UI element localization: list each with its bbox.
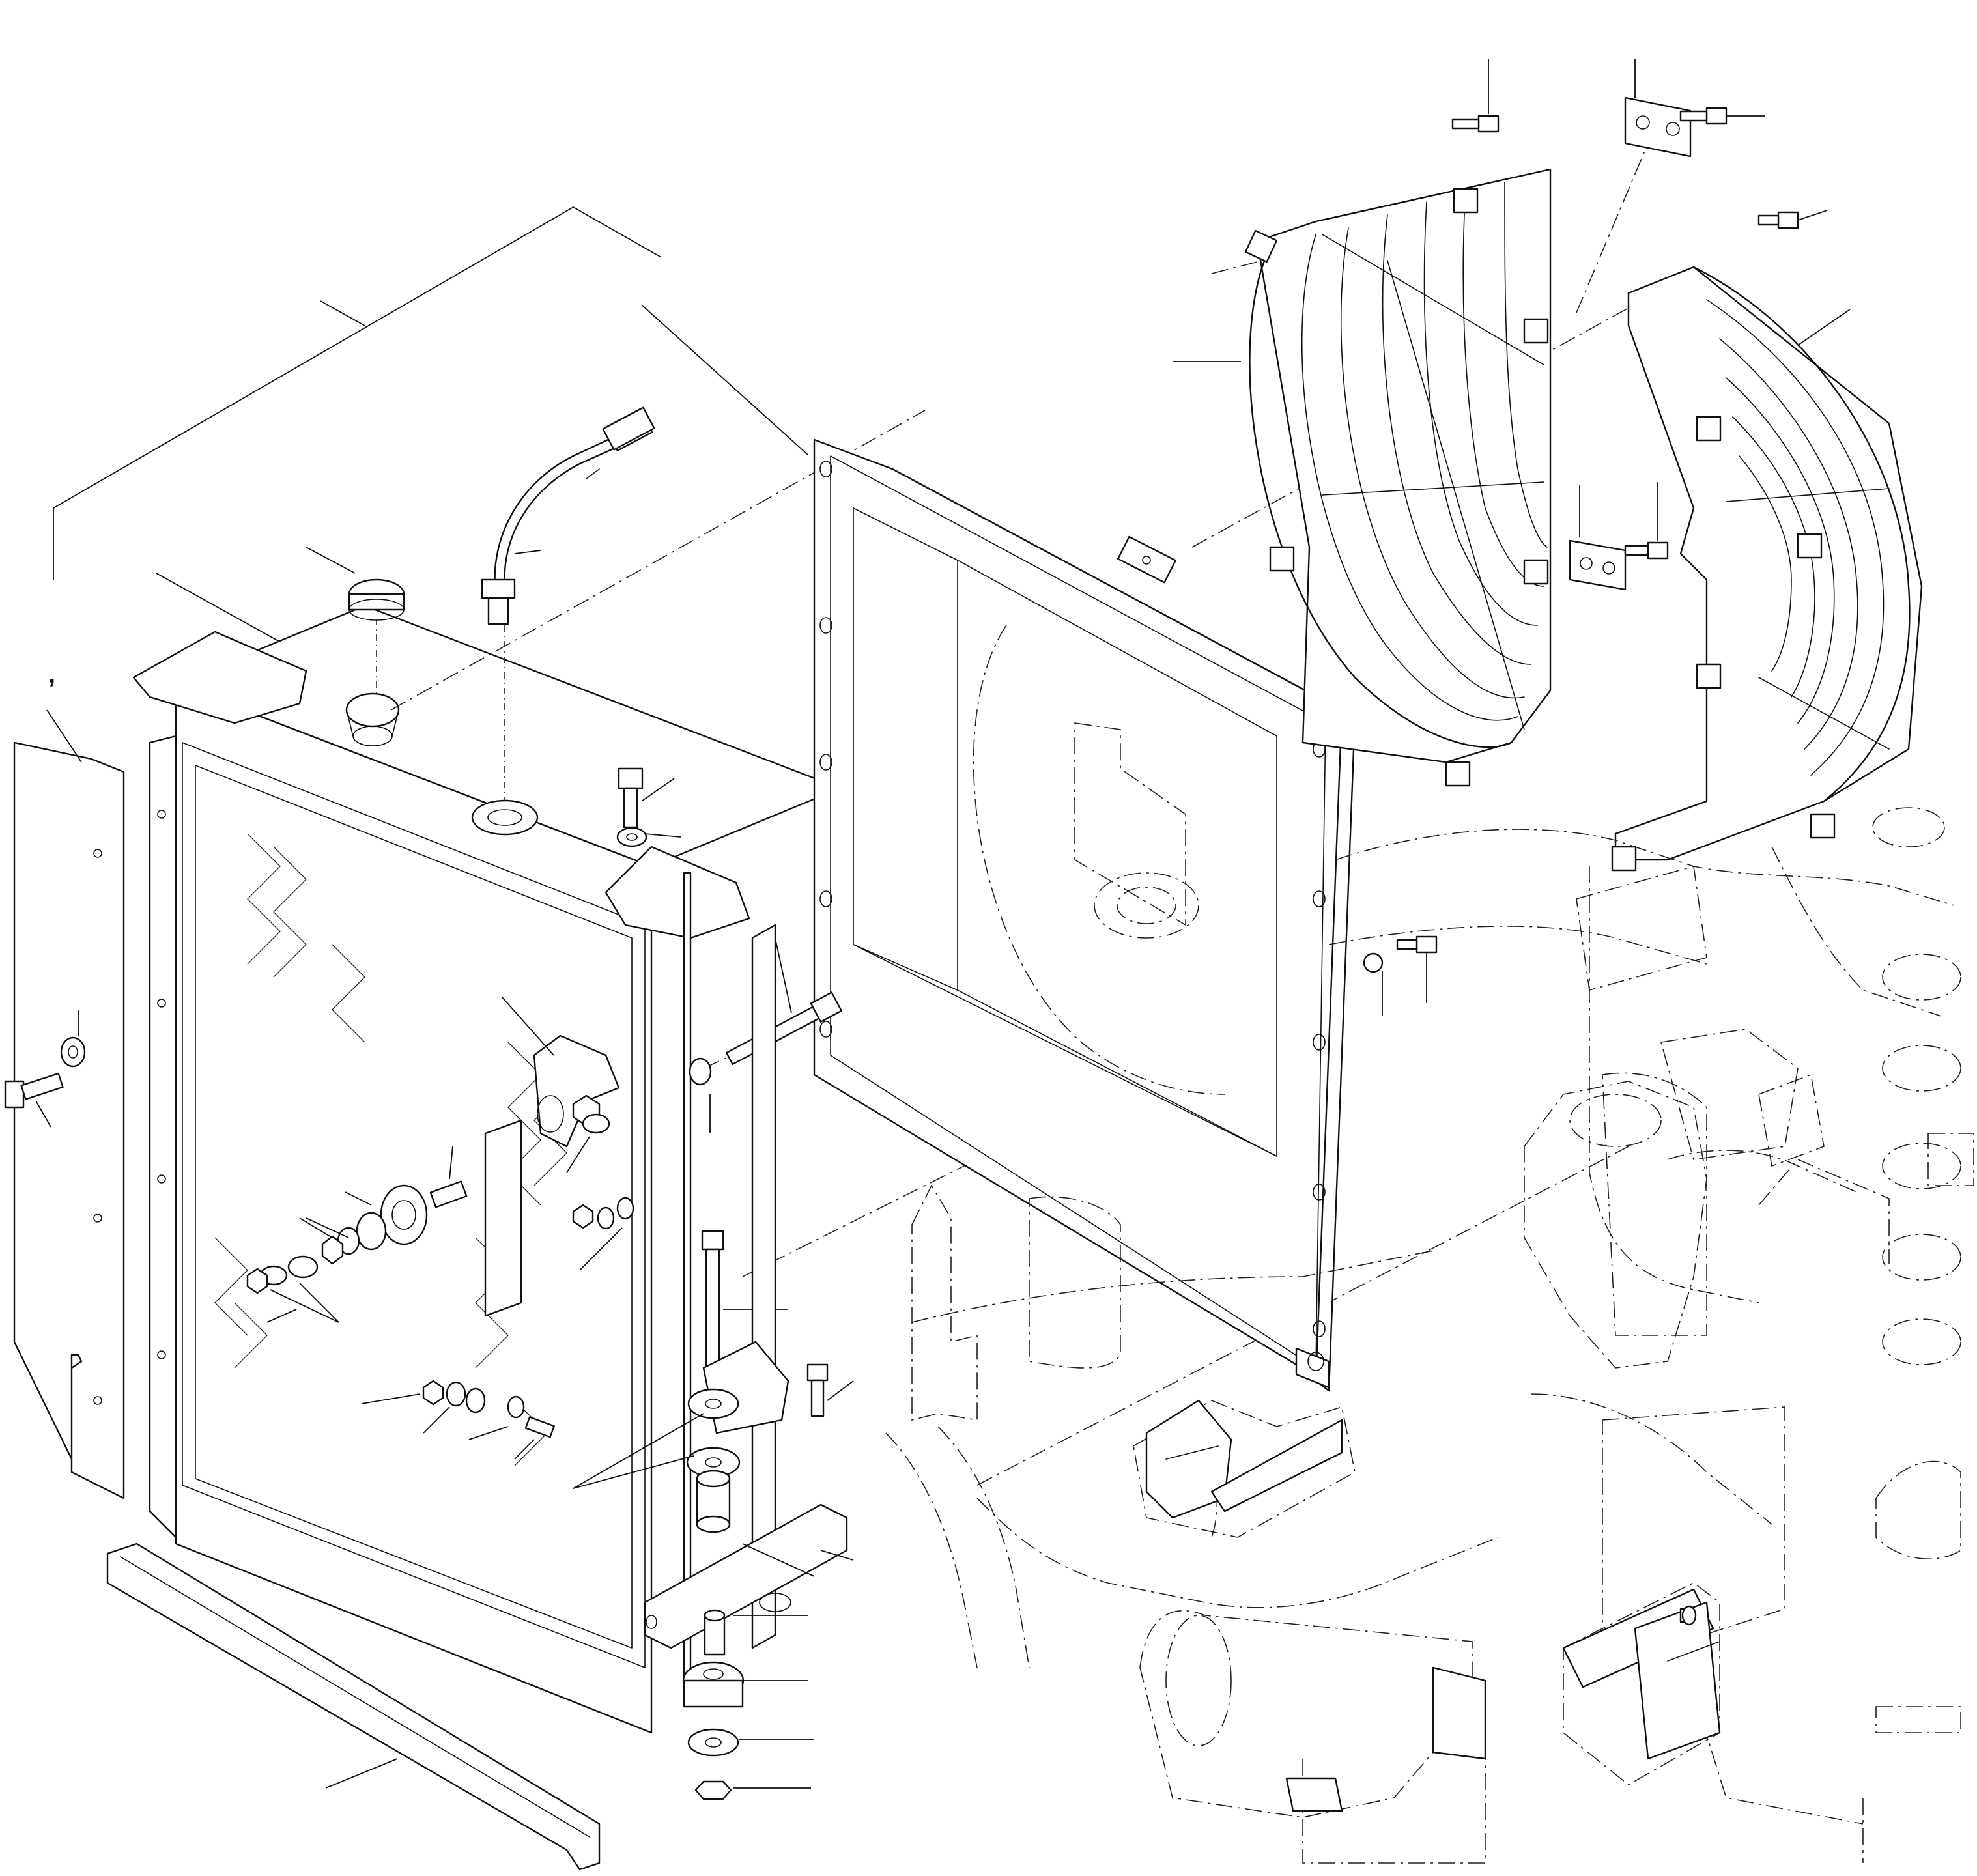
left-frame-plate bbox=[149, 735, 177, 1539]
radiator-cap bbox=[306, 547, 405, 697]
fan-guard-left bbox=[1173, 168, 1552, 787]
engine-mount-brackets bbox=[1145, 1347, 1721, 1812]
bottom-seal-strip bbox=[106, 1542, 601, 1871]
fan-guard-right bbox=[1611, 266, 1923, 872]
side-seal-strip: ’ bbox=[13, 674, 125, 1499]
wire-connector bbox=[586, 406, 655, 479]
center-mount-brackets bbox=[484, 872, 848, 1682]
lower-fasteners bbox=[361, 1057, 712, 1460]
fan-shroud bbox=[813, 438, 1356, 1392]
side-bolt bbox=[4, 1010, 86, 1128]
item-mark-prime: ’ bbox=[48, 674, 55, 703]
guard-clamp-plates bbox=[1569, 59, 1692, 591]
drain-valve-assembly bbox=[246, 1146, 468, 1323]
assembly-group-bracket bbox=[53, 206, 808, 704]
rubber-mount-stack bbox=[573, 1388, 854, 1800]
